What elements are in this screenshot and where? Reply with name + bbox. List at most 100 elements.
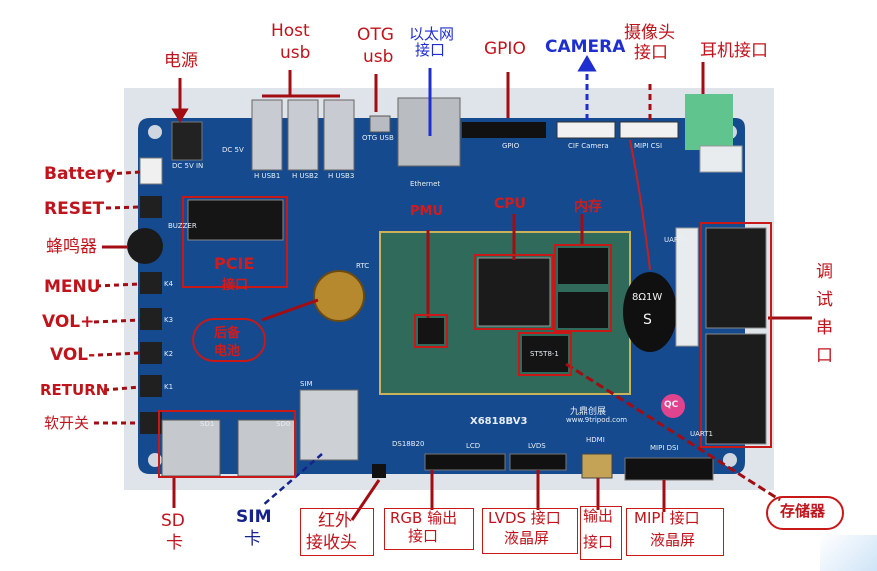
- mipi-csi-connector: [619, 121, 679, 139]
- label-rgb-line2: 接口: [408, 527, 439, 545]
- soft-switch-key: [140, 412, 162, 434]
- silk-sim: SIM: [300, 380, 313, 388]
- label-host-usb-line2: usb: [280, 43, 311, 63]
- label-sim-line2: 卡: [244, 529, 261, 549]
- memory-chip-2: [558, 292, 608, 328]
- label-camera: CAMERA: [545, 37, 626, 57]
- lcd-connector: [424, 453, 506, 471]
- box-storage: [766, 496, 844, 530]
- memory-chip-1: [558, 248, 608, 284]
- cif-camera-connector: [556, 121, 616, 139]
- silk-k1: K1: [164, 383, 174, 391]
- qc-sticker: [661, 394, 685, 418]
- key-k1: [140, 375, 162, 397]
- storage-chip: [522, 336, 568, 372]
- uart-serial-port-upper: [705, 227, 767, 329]
- ir-receiver: [372, 464, 386, 478]
- label-mipi-line1: MIPI 接口: [634, 509, 700, 527]
- label-power: 电源: [164, 51, 198, 71]
- board-label-pmu: PMU: [410, 204, 444, 219]
- key-k3: [140, 308, 162, 330]
- gpio-header: [462, 122, 546, 138]
- arrow-storage: [565, 362, 781, 502]
- label-sd-line1: SD: [161, 511, 185, 531]
- arrow-backup-battery: [261, 298, 319, 322]
- label-camera-port-line2: 接口: [634, 43, 668, 63]
- arrow-reset: [105, 205, 141, 210]
- label-sd-line2: 卡: [166, 533, 183, 553]
- label-debug-serial-char-3: 串: [816, 318, 833, 338]
- label-hdmi-line1: 输出: [583, 507, 614, 525]
- battery-connector: [139, 157, 163, 185]
- sim-arrow: [261, 453, 323, 507]
- mipi-dsi-connector: [624, 457, 714, 481]
- sim-slot: [299, 389, 359, 461]
- silk-otg-usb: OTG USB: [362, 134, 394, 142]
- label-ethernet-line2: 接口: [415, 41, 446, 59]
- silk-h-usb3: H USB3: [328, 172, 355, 180]
- box-rgb: [384, 508, 474, 550]
- silk-qc: QC: [664, 400, 679, 410]
- highlight-memory: [554, 244, 612, 332]
- arrow-return: [103, 385, 141, 392]
- arrowhead-camera: [577, 55, 597, 72]
- box-ir: [300, 508, 374, 556]
- arrow-menu: [95, 282, 141, 288]
- silk-ds18b20: DS18B20: [392, 440, 425, 448]
- silk-uart2: UART2: [664, 236, 687, 244]
- box-mipi: [626, 508, 724, 556]
- box-lvds: [482, 508, 578, 554]
- silk-website: www.9tripod.com: [566, 416, 628, 424]
- silk-board-model: X6818BV3: [470, 416, 528, 427]
- label-camera-port-line1: 摄像头: [624, 23, 675, 43]
- silk-lvds: LVDS: [528, 442, 546, 450]
- highlight-debug-serial: [700, 222, 772, 448]
- usb-host-port-2: [287, 99, 319, 171]
- lvds-connector: [509, 453, 567, 471]
- silk-speaker-s: S: [643, 312, 652, 328]
- silk-hdmi: HDMI: [586, 436, 605, 444]
- label-ir-line1: 红外: [318, 511, 352, 531]
- label-reset: RESET: [44, 199, 105, 219]
- otg-usb-port: [369, 115, 391, 133]
- uart-connector-white: [675, 227, 699, 347]
- arrow-vol-up: [93, 318, 141, 324]
- label-ir-line2: 接收头: [306, 533, 357, 553]
- reset-key: [140, 196, 162, 218]
- silk-dc5v-in: DC 5V IN: [172, 162, 204, 170]
- silk-buzzer: BUZZER: [168, 222, 197, 230]
- label-storage: 存储器: [780, 502, 826, 520]
- box-hdmi: [580, 506, 622, 560]
- board-label-pcie-line1: PCIE: [214, 254, 255, 273]
- highlight-pcie: [182, 196, 288, 288]
- label-mipi-line2: 液晶屏: [650, 531, 696, 549]
- silk-k4: K4: [164, 280, 174, 288]
- silk-h-usb2: H USB2: [292, 172, 319, 180]
- label-debug-serial-char-4: 口: [816, 346, 833, 366]
- annotation-arrows: [93, 62, 812, 521]
- silk-mipi-dsi: MIPI DSI: [650, 444, 679, 452]
- uart-serial-port-lower: [705, 333, 767, 445]
- rtc-coin-cell: [313, 270, 365, 322]
- sd0-slot: [237, 419, 297, 477]
- label-return: RETURN: [40, 381, 109, 399]
- board-label-memory: 内存: [574, 199, 602, 215]
- label-battery: Battery: [44, 164, 116, 184]
- silk-lcd: LCD: [466, 442, 481, 450]
- silk-k3: K3: [164, 316, 174, 324]
- label-buzzer: 蜂鸣器: [46, 237, 97, 257]
- label-vol-up: VOL+: [42, 312, 95, 332]
- silk-speaker: 8Ω1W: [632, 292, 663, 303]
- label-host-usb-line1: Host: [271, 21, 310, 41]
- headphone-jack-body: [699, 145, 743, 173]
- mounting-hole: [723, 453, 737, 467]
- label-sim-line1: SIM: [236, 507, 272, 527]
- pcie-slot: [187, 199, 284, 241]
- highlight-cpu: [474, 254, 554, 330]
- silk-core-code: ST5T8-1: [530, 350, 559, 358]
- arrowhead-power: [171, 108, 189, 123]
- label-soft-switch: 软开关: [44, 414, 90, 432]
- silk-mipi-csi: MIPI CSI: [634, 142, 663, 150]
- speaker-wire: [629, 139, 651, 271]
